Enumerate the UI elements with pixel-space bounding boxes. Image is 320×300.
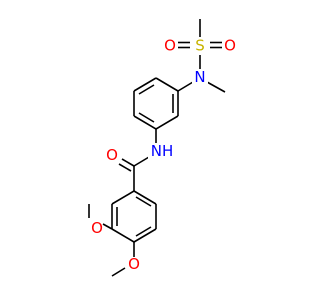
sulfonyl-oxygen-right-label: O [224,37,236,55]
ring1-bond-2 [155,115,179,130]
bond-ring-o-methoxy-1 [102,223,113,230]
ring1-inner-3 [138,84,155,95]
methoxy-oxygen-2-label: O [128,255,140,273]
ring2-bond-1 [133,190,157,205]
bond-n-methyl [206,81,226,93]
bond-n-aryl [177,81,194,92]
atom-bg [191,37,209,54]
atom-bg [192,69,208,85]
ring2-bond-4 [111,228,135,243]
ring2-inner-1 [135,196,152,207]
bond-o-methyl-2 [111,267,126,277]
amide-nh-label: NH [151,142,174,160]
bond-carbonyl-o-b [118,163,132,172]
ring1-bond-5 [133,77,157,92]
bonds [88,19,226,277]
ring2-bond-3 [133,228,157,243]
sulfonyl-oxygen-left-label: O [164,37,176,55]
sulfonamide-nitrogen-label: N [194,68,205,86]
molecule-structure: S O O N NH O O O [88,19,236,277]
atom-labels: S O O N NH O O O [91,37,236,274]
bond-nh-carbonyl [133,156,150,167]
carbonyl-oxygen-label: O [106,146,118,164]
ring2-bond-6 [111,190,135,205]
methoxy-oxygen-1-label: O [91,219,103,237]
ring1-inner-2 [138,112,155,123]
ring2-inner-2 [135,226,152,237]
bond-carbonyl-o-a [121,158,135,167]
ring1-bond-6 [155,77,179,92]
sulfur-atom-label: S [195,37,205,55]
atom-bg [148,143,176,159]
ring1-bond-3 [133,115,157,130]
